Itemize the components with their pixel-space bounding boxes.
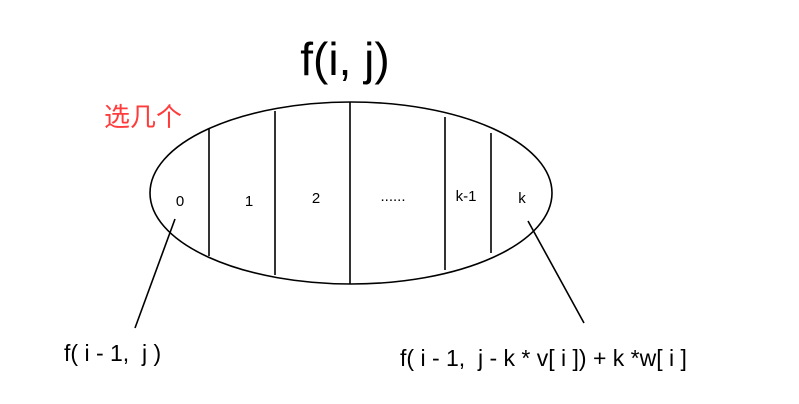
segment-label-k: k <box>518 190 526 207</box>
segment-label-1: 1 <box>245 193 253 210</box>
choice-count-label: 选几个 <box>104 103 182 133</box>
pointer-line-left <box>134 218 176 329</box>
segment-label-0: 0 <box>176 193 184 210</box>
formula-left: f( i - 1, j ) <box>64 340 161 366</box>
choice-ellipse <box>149 101 553 285</box>
segment-label-k-minus-1: k-1 <box>456 188 477 205</box>
segment-label-ellipsis: ...... <box>380 188 405 205</box>
diagram-title: f(i, j) <box>300 33 389 85</box>
segment-label-2: 2 <box>312 190 320 207</box>
formula-right: f( i - 1, j - k * v[ i ]) + k *w[ i ] <box>400 345 687 371</box>
pointer-line-right <box>527 220 585 324</box>
